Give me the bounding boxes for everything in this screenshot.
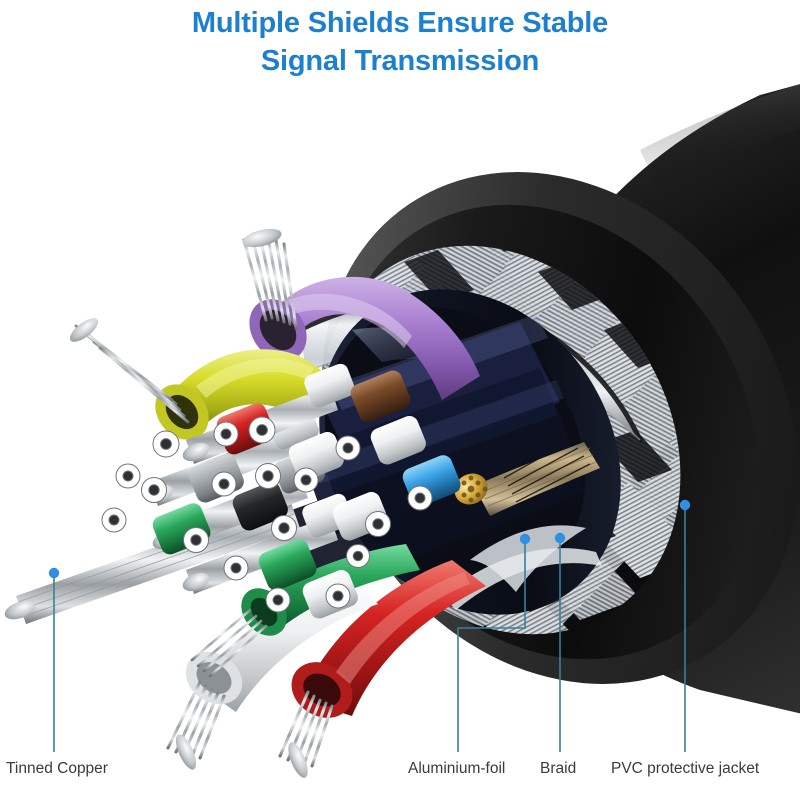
callout-leaders bbox=[53, 505, 686, 752]
marker-braid bbox=[554, 532, 566, 544]
marker-aluminium-foil bbox=[519, 533, 531, 545]
title-line-1: Multiple Shields Ensure Stable bbox=[191, 7, 609, 39]
callout-label-pvc-protective-jacket: PVC protective jacket bbox=[611, 760, 760, 777]
tinned-copper-bundle bbox=[4, 363, 461, 624]
callout-label-tinned-copper: Tinned Copper bbox=[6, 760, 108, 777]
marker-pvc bbox=[679, 499, 691, 511]
callout-markers bbox=[48, 499, 691, 579]
page-title: Multiple Shields Ensure Stable Signal Tr… bbox=[0, 4, 800, 80]
wire-red bbox=[278, 560, 486, 778]
wire-purple bbox=[242, 228, 480, 400]
callout-label-braid: Braid bbox=[540, 760, 577, 777]
leader-aluminium-foil bbox=[457, 539, 526, 752]
conductor-cut-faces bbox=[101, 416, 433, 613]
callout-label-aluminium-foil: Aluminium-foil bbox=[408, 760, 506, 777]
title-line-2: Signal Transmission bbox=[260, 45, 540, 77]
marker-tinned-copper bbox=[48, 567, 60, 579]
drain-wire bbox=[454, 431, 600, 516]
